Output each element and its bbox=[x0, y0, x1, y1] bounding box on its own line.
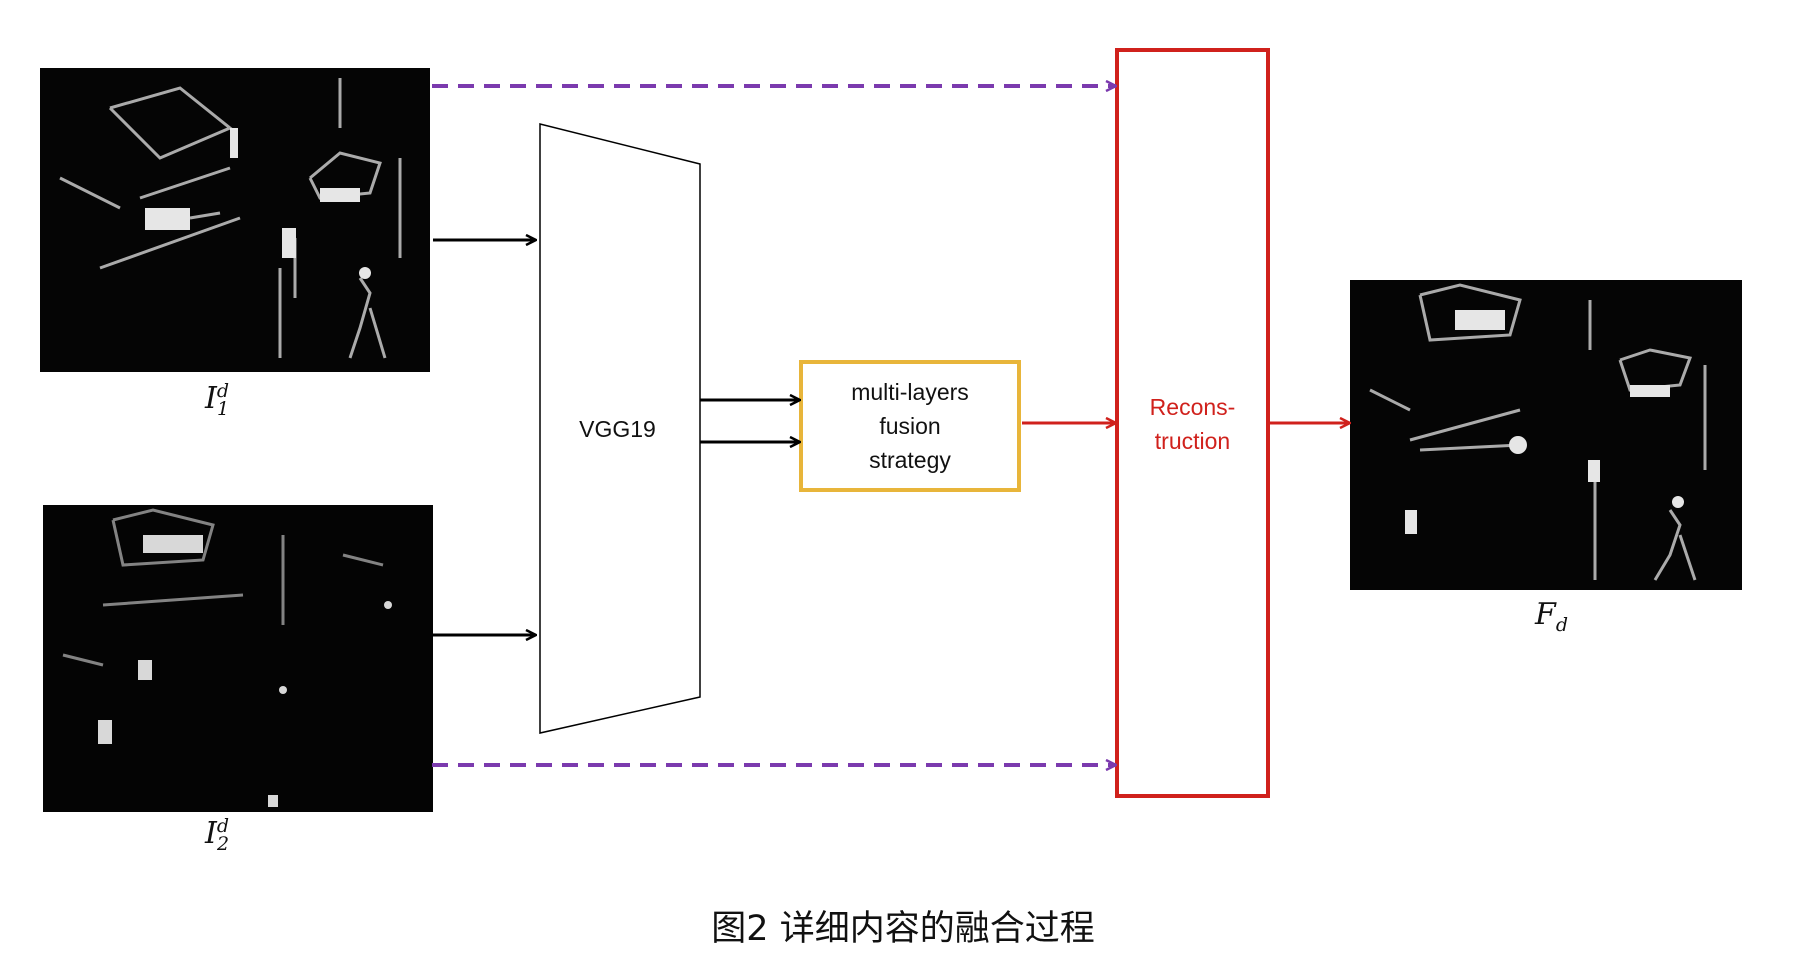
input-image-1 bbox=[40, 68, 430, 372]
input-1-label: Id1 bbox=[205, 380, 230, 420]
fusion-line-2: fusion bbox=[879, 413, 941, 439]
street-scene-edges-2 bbox=[43, 505, 433, 812]
fusion-line-1: multi-layers bbox=[851, 379, 969, 405]
reconstruction-line-2: truction bbox=[1154, 428, 1231, 454]
reconstruction-label: Recons- truction bbox=[1119, 390, 1266, 458]
fused-output-image bbox=[1350, 280, 1742, 590]
vgg19-encoder-block bbox=[539, 123, 701, 734]
figure-caption: 图2 详细内容的融合过程 bbox=[711, 909, 1095, 949]
fusion-strategy-box bbox=[799, 360, 1021, 492]
output-label: Fd bbox=[1535, 597, 1568, 636]
fusion-line-3: strategy bbox=[869, 447, 951, 473]
street-scene-edges-1 bbox=[40, 68, 430, 372]
input-image-2 bbox=[43, 505, 433, 812]
input-2-label: Id2 bbox=[205, 815, 230, 855]
fusion-strategy-label: multi-layers fusion strategy bbox=[803, 375, 1017, 477]
street-scene-edges-fused bbox=[1350, 280, 1742, 590]
vgg19-label: VGG19 bbox=[579, 416, 656, 442]
reconstruction-line-1: Recons- bbox=[1149, 394, 1236, 420]
